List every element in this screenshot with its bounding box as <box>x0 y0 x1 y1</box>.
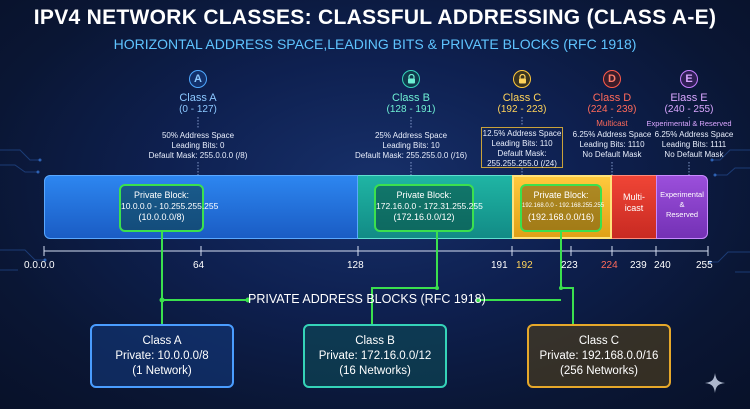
sparkle-icon <box>705 373 725 393</box>
private-block-c: Private Block:192.168.0.0 - 192.168.255.… <box>520 184 604 232</box>
tick-label: 128 <box>347 260 364 271</box>
class-d-icon: D <box>603 70 621 88</box>
class-e-segment <box>656 175 708 239</box>
tick-label: 64 <box>193 260 205 271</box>
lock-icon <box>513 70 531 88</box>
class-d-name: Class D <box>592 92 632 104</box>
class-b-name: Class B <box>392 92 430 104</box>
class-e-icon: E <box>680 70 698 88</box>
tick-label: 191 <box>491 260 508 271</box>
class-a-name: Class A <box>179 92 217 104</box>
class-c-range: (192 - 223) <box>497 104 547 115</box>
page-subtitle: HORIZONTAL ADDRESS SPACE,LEADING BITS & … <box>113 36 637 52</box>
class-d-segment <box>612 175 656 239</box>
private-blocks-heading: PRIVATE ADDRESS BLOCKS (RFC 1918) <box>248 292 486 306</box>
class-e-name: Elass E <box>670 92 708 104</box>
class-d-tag: Multicast <box>596 119 628 128</box>
tick-label: 240 <box>654 260 671 271</box>
tick-label: 239 <box>630 260 647 271</box>
class-b-range: (128 - 191) <box>386 104 436 115</box>
tick-label: 255 <box>696 260 713 271</box>
tick-label: 192 <box>516 260 533 271</box>
tick-label: 223 <box>561 260 578 271</box>
class-e-tag: Experimental & Reserved <box>646 119 732 128</box>
private-block-b: Private Block:172.16.0.0 - 172.31.255.25… <box>374 184 483 232</box>
tick-label: 0.0.0.0 <box>24 260 55 271</box>
class-a-range: (0 - 127) <box>179 104 217 115</box>
tick-label: 224 <box>601 260 618 271</box>
page-title: IPV4 NETWORK CLASSES: CLASSFUL ADDRESSIN… <box>33 6 717 29</box>
class-a-icon: A <box>189 70 207 88</box>
class-d-segment-label: Multi-icast <box>623 192 645 213</box>
private-block-a: Private Block:10.0.0.0 - 10.255.255.255(… <box>119 184 218 232</box>
class-d-range: (224 - 239) <box>587 104 637 115</box>
class-e-range: (240 - 255) <box>664 104 714 115</box>
class-e-segment-label: Experimental&Reserved <box>660 190 704 219</box>
class-c-name: Class C <box>502 92 542 104</box>
lock-icon <box>402 70 420 88</box>
